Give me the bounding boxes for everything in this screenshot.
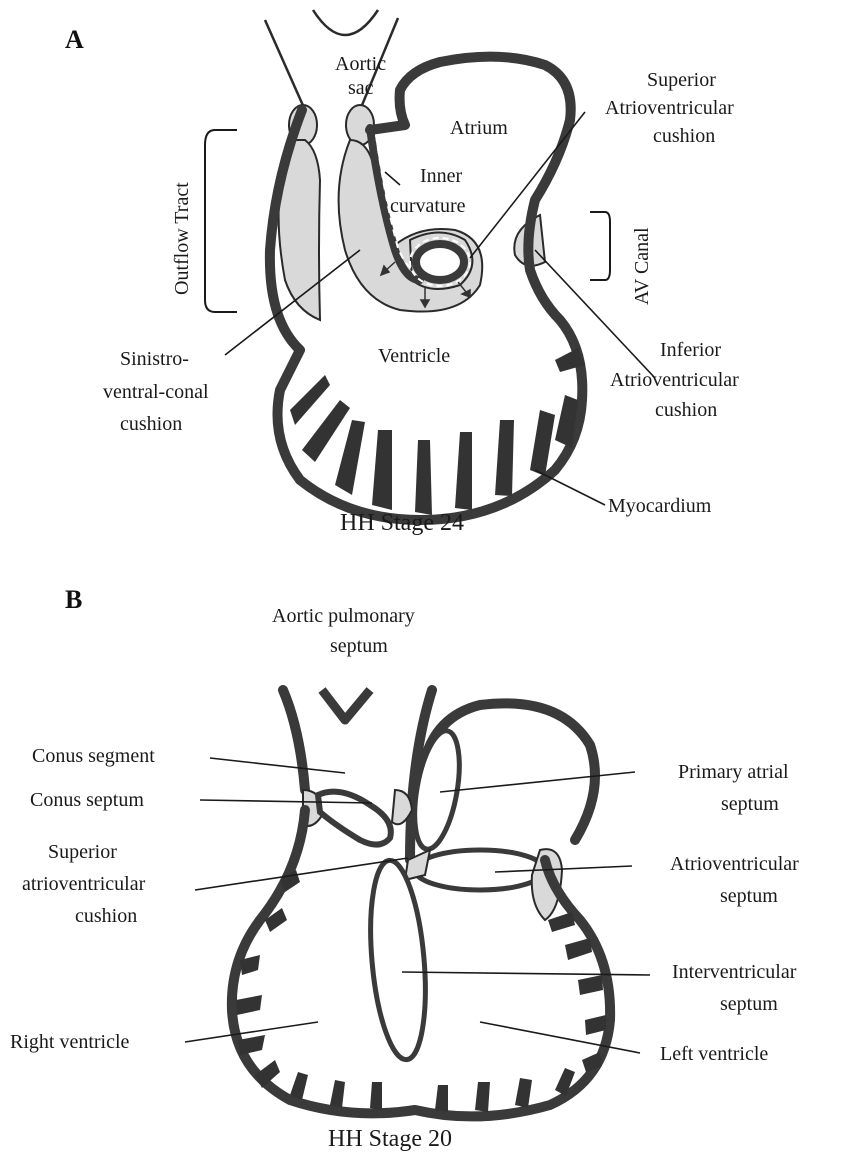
inner-curvature-label-1: Inner [420, 165, 463, 187]
av-canal-ring [416, 244, 464, 280]
sinistro-label-1: Sinistro- [120, 348, 189, 370]
superior-av-b-label-2: atrioventricular [22, 873, 146, 895]
aortic-sac-label-2: sac [348, 77, 374, 99]
inner-curvature-label-2: curvature [390, 195, 466, 217]
stage-20-caption: HH Stage 20 [328, 1126, 452, 1152]
aortic-sac-label-1: Aortic [335, 53, 386, 75]
inferior-av-label-3: cushion [655, 399, 717, 421]
ap-septum-label-1: Aortic pulmonary [272, 605, 415, 627]
sinistro-label-2: ventral-conal [103, 381, 209, 403]
ventricle-label: Ventricle [378, 345, 450, 367]
outflow-left-line [265, 20, 305, 110]
superior-av-label-3: cushion [653, 125, 715, 147]
inferior-av-label-2: Atrioventricular [610, 369, 739, 391]
leader-conus-segment [210, 758, 345, 773]
atrium-label: Atrium [450, 117, 508, 139]
interventricular-septum-shape [363, 858, 432, 1062]
conus-septum-shape [318, 792, 391, 845]
leader-inner-curvature [385, 172, 400, 185]
myocardium-label: Myocardium [608, 495, 712, 517]
leader-interventricular [402, 972, 650, 975]
panel-a-letter: A [65, 25, 84, 54]
outflow-bracket [205, 130, 237, 312]
superior-av-label-2: Atrioventricular [605, 97, 734, 119]
av-septum-label-1: Atrioventricular [670, 853, 799, 875]
primary-atrial-label-1: Primary atrial [678, 761, 789, 783]
primary-atrial-label-2: septum [721, 793, 779, 815]
conus-segment-label: Conus segment [32, 745, 155, 767]
interventricular-label-2: septum [720, 993, 778, 1015]
inferior-av-label-1: Inferior [660, 339, 721, 361]
superior-av-label-1: Superior [647, 69, 716, 91]
right-ventricle-label: Right ventricle [10, 1031, 130, 1053]
av-canal-bracket [590, 212, 610, 280]
outflow-left-wall-b [283, 690, 305, 790]
left-ventricle-label: Left ventricle [660, 1043, 768, 1065]
conus-septum-label: Conus septum [30, 789, 144, 811]
leader-primary-atrial [440, 772, 635, 792]
interventricular-label-1: Interventricular [672, 961, 797, 983]
superior-av-b-label-3: cushion [75, 905, 137, 927]
av-canal-label: AV Canal [631, 227, 653, 305]
leader-left-ventricle [480, 1022, 640, 1053]
ap-septum-label-2: septum [330, 635, 388, 657]
trabeculae-a [290, 348, 585, 515]
leader-myocardium [535, 470, 605, 505]
aortic-sac-cup [313, 10, 378, 35]
sinistro-label-3: cushion [120, 413, 182, 435]
outflow-tract-label: Outflow Tract [171, 182, 193, 295]
stage-24-caption: HH Stage 24 [340, 510, 464, 536]
ap-septum-chevron [322, 690, 370, 720]
av-septum-label-2: septum [720, 885, 778, 907]
superior-av-b-label-1: Superior [48, 841, 117, 863]
panel-b-letter: B [65, 585, 82, 614]
